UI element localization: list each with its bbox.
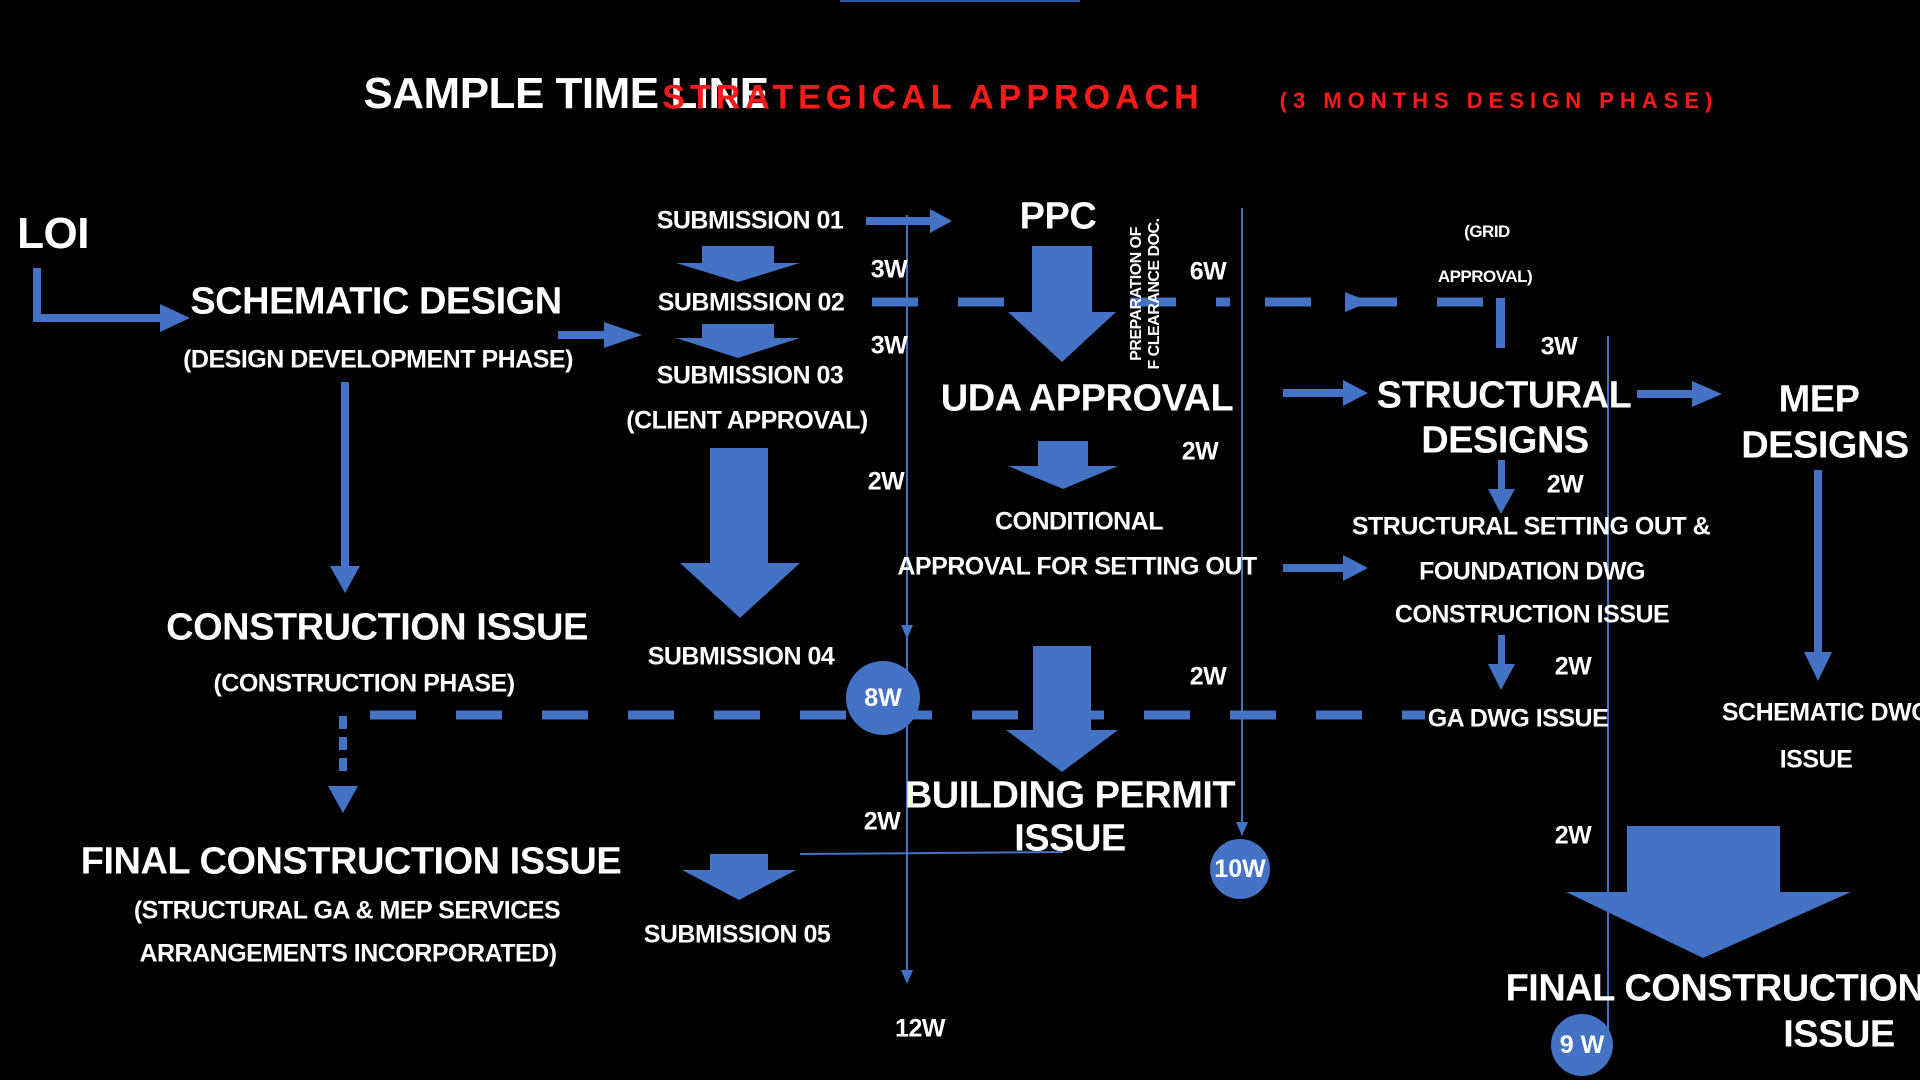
duration-2w-c: 2W	[1181, 437, 1219, 466]
ga-dwg-issue-label: GA DWG ISSUE	[1427, 704, 1609, 733]
duration-2w-d: 2W	[1189, 662, 1227, 691]
page-title: SAMPLE TIME LINE	[363, 69, 769, 118]
loi-connector-vertical	[33, 268, 41, 320]
structural-down-1-head	[1488, 489, 1515, 514]
sub05-connector	[799, 851, 1064, 855]
building-permit-line2: ISSUE	[1014, 817, 1126, 860]
ppc-label: PPC	[1019, 195, 1097, 238]
duration-2w-e: 2W	[1546, 470, 1584, 499]
loi-arrow-head	[160, 304, 190, 332]
conditional-to-setting-out-arrow	[1283, 564, 1345, 572]
final-construction-issue-right-line1: FINAL CONSTRUCTION	[1505, 967, 1920, 1010]
construction-dotted-head	[328, 786, 358, 813]
uda-to-structural-head	[1343, 380, 1368, 406]
duration-6w: 6W	[1189, 257, 1227, 286]
conditional-line2: APPROVAL FOR SETTING OUT	[897, 552, 1257, 581]
structural-down-1	[1498, 460, 1505, 490]
preparation-doc-line2: F CLEARANCE DOC.	[1146, 218, 1163, 370]
schematic-design-label: SCHEMATIC DESIGN	[190, 280, 562, 323]
uda-to-structural-arrow	[1283, 389, 1345, 397]
schematic-dwg-line2: ISSUE	[1779, 745, 1853, 774]
final-construction-note-line1: (STRUCTURAL GA & MEP SERVICES	[133, 896, 561, 925]
structural-designs-line1: STRUCTURAL	[1376, 374, 1632, 417]
submission-05-label: SUBMISSION 05	[643, 920, 831, 949]
top-edge-bar	[840, 0, 1080, 2]
conditional-to-setting-out-head	[1343, 555, 1368, 581]
structural-setting-line1: STRUCTURAL SETTING OUT &	[1351, 512, 1711, 541]
structural-setting-line3: CONSTRUCTION ISSUE	[1394, 600, 1670, 629]
structural-down-2	[1498, 635, 1505, 665]
duration-3w-b: 3W	[870, 331, 908, 360]
client-approval-label: (CLIENT APPROVAL)	[626, 406, 868, 435]
mep-down-head	[1804, 652, 1832, 681]
structural-to-mep-arrow	[1637, 390, 1695, 398]
schematic-dwg-line1: SCHEMATIC DWG	[1721, 698, 1920, 727]
construction-issue-label: CONSTRUCTION ISSUE	[166, 606, 588, 649]
timeline-12w-arrow	[901, 970, 913, 984]
duration-2w-g: 2W	[1554, 821, 1592, 850]
structural-down-2-head	[1488, 664, 1515, 690]
building-permit-line1: BUILDING PERMIT	[904, 774, 1236, 817]
structural-to-mep-head	[1692, 381, 1722, 407]
uda-conditional-arrow	[1008, 441, 1118, 489]
schematic-down-head	[330, 566, 360, 593]
construction-phase-label: (CONSTRUCTION PHASE)	[213, 669, 515, 698]
page-subtitle-note: (3 MONTHS DESIGN PHASE)	[1279, 88, 1719, 113]
sub03-04-big-arrow	[680, 448, 800, 618]
duration-2w-f: 2W	[1554, 652, 1592, 681]
duration-3w-a: 3W	[870, 255, 908, 284]
page-subtitle: STRATEGICAL APPROACH	[662, 78, 1204, 117]
mep-designs-line1: MEP	[1778, 378, 1860, 421]
duration-2w-b: 2W	[863, 807, 901, 836]
loi-label: LOI	[17, 209, 89, 258]
construction-dotted-1	[339, 716, 347, 729]
submission-02-label: SUBMISSION 02	[657, 288, 845, 317]
mep-down-arrow	[1814, 470, 1822, 654]
submission-01-label: SUBMISSION 01	[656, 206, 844, 235]
sub05-block-arrow	[682, 854, 796, 900]
final-construction-note-line2: ARRANGEMENTS INCORPORATED)	[139, 939, 557, 968]
submission-04-label: SUBMISSION 04	[647, 642, 835, 671]
sub01-02-block-arrow	[676, 246, 800, 282]
schematic-down-arrow	[341, 382, 349, 569]
timeline-10w-arrow	[1236, 822, 1248, 836]
final-big-arrow	[1566, 826, 1851, 958]
schematic-to-submission-arrow	[558, 331, 606, 339]
final-construction-issue-label: FINAL CONSTRUCTION ISSUE	[80, 840, 622, 883]
grid-approval-drop	[1496, 298, 1505, 348]
building-permit-big-arrow	[1006, 646, 1118, 772]
sub02-03-block-arrow	[676, 324, 800, 358]
dashed-line-upper-head	[1345, 292, 1370, 312]
duration-3w-c: 3W	[1540, 332, 1578, 361]
structural-setting-line2: FOUNDATION DWG	[1419, 557, 1645, 586]
grid-approval-line2: APPROVAL)	[1437, 267, 1533, 286]
badge-9w: 9 W	[1551, 1014, 1613, 1076]
badge-10w: 10W	[1210, 839, 1270, 899]
construction-dotted-2	[339, 737, 347, 750]
badge-8w: 8W	[846, 661, 920, 735]
schematic-to-submission-head	[604, 322, 642, 348]
final-construction-issue-right-line2: ISSUE	[1783, 1013, 1895, 1056]
timeline-12w-mid-arrow	[901, 625, 913, 639]
submission-03-label: SUBMISSION 03	[656, 361, 844, 390]
submission01-to-ppc-arrow	[866, 217, 932, 225]
structural-designs-line2: DESIGNS	[1421, 419, 1589, 462]
mep-designs-line2: DESIGNS	[1741, 424, 1909, 467]
duration-2w-a: 2W	[867, 467, 905, 496]
design-development-phase-label: (DESIGN DEVELOPMENT PHASE)	[183, 345, 573, 374]
preparation-doc-line1: PREPARATION OF	[1128, 227, 1145, 361]
conditional-line1: CONDITIONAL	[994, 507, 1164, 536]
grid-approval-line1: (GRID	[1464, 222, 1510, 241]
submission01-to-ppc-head	[930, 209, 952, 233]
duration-12w: 12W	[895, 1014, 945, 1043]
loi-connector-horizontal	[33, 314, 163, 322]
construction-dotted-3	[339, 758, 347, 771]
uda-approval-label: UDA APPROVAL	[940, 377, 1234, 420]
